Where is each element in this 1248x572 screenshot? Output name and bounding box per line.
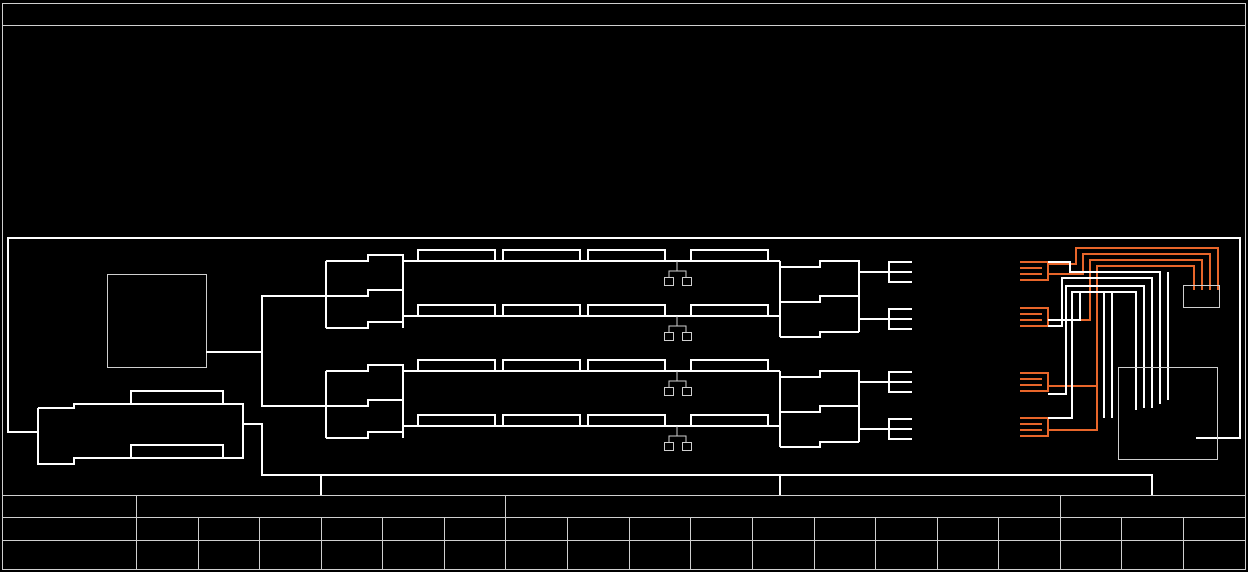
white-route [1048, 285, 1145, 408]
orange-connector [1020, 261, 1049, 281]
white-route [1048, 292, 1081, 321]
module-block [502, 249, 581, 261]
fan-left [326, 399, 403, 407]
module-block [690, 359, 769, 371]
module-block [417, 414, 496, 426]
network-icon [664, 426, 692, 451]
module-block [417, 359, 496, 371]
orange-route [1048, 372, 1098, 431]
orange-route [1048, 253, 1211, 290]
right-wiring [1048, 261, 1169, 419]
module-block [690, 304, 769, 316]
fan-right [780, 441, 859, 448]
module-block [502, 304, 581, 316]
channel-group [325, 249, 912, 341]
module-block [417, 304, 496, 316]
fan-right [780, 260, 860, 332]
right-large-box [1118, 367, 1218, 460]
orange-connector [1020, 372, 1049, 392]
orange-connector [1020, 307, 1049, 327]
right-connector-box [1183, 285, 1220, 308]
module-block [690, 414, 769, 426]
fan-right [780, 370, 860, 442]
module-block [690, 249, 769, 261]
channel-group [325, 359, 912, 451]
white-route [1048, 277, 1153, 408]
main-frame [7, 237, 1241, 439]
module-block [587, 359, 666, 371]
white-route [1048, 261, 1161, 404]
orange-route [1048, 247, 1219, 290]
module-block [587, 304, 666, 316]
monitor-box [107, 274, 207, 368]
network-icon [664, 316, 692, 341]
channel-groups [325, 249, 912, 451]
module-block [502, 359, 581, 371]
footer-table [2, 495, 1246, 570]
orange-route [1048, 265, 1195, 387]
outer-frame [2, 3, 1246, 570]
fan-left [326, 254, 404, 328]
fan-left [326, 431, 403, 439]
module-block [587, 414, 666, 426]
network-icon [664, 261, 692, 286]
module-block [587, 249, 666, 261]
module-block [417, 249, 496, 261]
main-branch [206, 295, 326, 407]
orange-connector [1020, 417, 1049, 437]
fan-right [780, 295, 859, 303]
left-device [37, 390, 1153, 495]
module-block [502, 414, 581, 426]
fan-left [326, 289, 403, 297]
table-border [2, 495, 1246, 570]
fan-right [780, 331, 859, 338]
fan-right [780, 405, 859, 413]
fan-left [326, 364, 404, 438]
white-route [1048, 291, 1137, 419]
fan-left [326, 321, 403, 329]
network-icon [664, 371, 692, 396]
